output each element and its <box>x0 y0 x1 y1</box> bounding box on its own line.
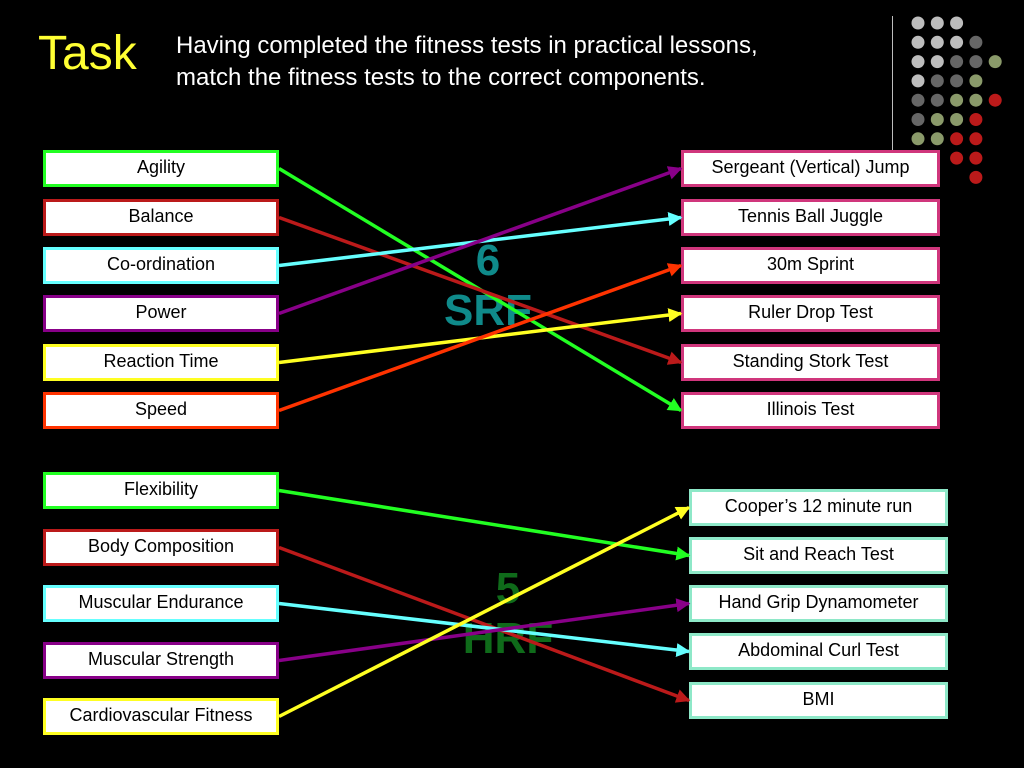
test-box-sergeant-vertical-jump[interactable]: Sergeant (Vertical) Jump <box>681 150 940 187</box>
decor-dot <box>911 93 925 107</box>
component-box-balance-label: Balance <box>128 206 194 226</box>
component-box-balance[interactable]: Balance <box>43 199 279 236</box>
test-box-abdominal-curl-test-label: Abdominal Curl Test <box>738 640 899 660</box>
test-box-illinois-test[interactable]: Illinois Test <box>681 392 940 429</box>
decor-dot <box>911 74 925 88</box>
decor-dot <box>930 113 944 126</box>
srf-count: 6 <box>475 236 501 285</box>
component-box-agility-label: Agility <box>136 157 185 177</box>
decor-dot <box>911 35 925 49</box>
decor-dot <box>911 16 925 30</box>
component-box-body-composition-label: Body Composition <box>87 536 235 556</box>
instruction-line-2: match the fitness tests to the correct c… <box>176 64 706 91</box>
decor-dot <box>930 55 944 69</box>
test-box-bmi-label: BMI <box>802 689 835 709</box>
component-box-speed[interactable]: Speed <box>43 392 279 429</box>
test-box-sit-and-reach-test-label: Sit and Reach Test <box>743 544 894 564</box>
decor-dot <box>969 151 983 165</box>
test-box-standing-stork-test[interactable]: Standing Stork Test <box>681 344 940 381</box>
test-box-tennis-ball-juggle[interactable]: Tennis Ball Juggle <box>681 199 940 236</box>
test-box-illinois-test-label: Illinois Test <box>766 399 855 419</box>
decor-dot <box>969 35 983 49</box>
test-box-tennis-ball-juggle-label: Tennis Ball Juggle <box>737 206 884 226</box>
component-box-reaction-time[interactable]: Reaction Time <box>43 344 279 381</box>
component-box-body-composition[interactable]: Body Composition <box>43 529 279 566</box>
hrf-abbrev: HRF <box>462 614 554 663</box>
decor-dot <box>930 35 944 49</box>
test-box-ruler-drop-test-label: Ruler Drop Test <box>748 302 873 322</box>
component-box-flexibility-label: Flexibility <box>123 479 198 499</box>
decor-dot <box>930 132 944 146</box>
decor-dot <box>969 74 983 88</box>
test-box-cooper-s-12-minute-run[interactable]: Cooper’s 12 minute run <box>689 489 948 526</box>
test-box-hand-grip-dynamometer[interactable]: Hand Grip Dynamometer <box>689 585 948 622</box>
connector-flexibility-to-sit-and-reach-test <box>278 488 691 561</box>
component-box-power-label: Power <box>135 302 187 322</box>
decor-dot <box>950 151 964 165</box>
decor-dot <box>950 55 964 69</box>
component-box-co-ordination-label: Co-ordination <box>106 254 216 274</box>
decor-dot <box>950 132 964 146</box>
decor-dot <box>930 16 944 30</box>
decor-dot <box>969 170 983 184</box>
test-box-abdominal-curl-test[interactable]: Abdominal Curl Test <box>689 633 948 670</box>
test-box-bmi[interactable]: BMI <box>689 682 948 719</box>
decor-dot <box>950 35 964 49</box>
decor-dot <box>969 132 983 146</box>
component-box-agility[interactable]: Agility <box>43 150 279 187</box>
decor-dot <box>930 74 944 88</box>
test-box-standing-stork-test-label: Standing Stork Test <box>732 351 889 371</box>
decor-dot <box>950 93 964 107</box>
test-box-sit-and-reach-test[interactable]: Sit and Reach Test <box>689 537 948 574</box>
component-box-reaction-time-label: Reaction Time <box>103 351 219 371</box>
component-box-muscular-endurance-label: Muscular Endurance <box>78 592 244 612</box>
component-box-muscular-strength[interactable]: Muscular Strength <box>43 642 279 679</box>
decor-dot <box>911 113 925 126</box>
decor-dot <box>950 113 964 126</box>
test-box-ruler-drop-test[interactable]: Ruler Drop Test <box>681 295 940 332</box>
decor-dot <box>988 93 1002 107</box>
decor-dot <box>969 113 983 126</box>
test-box-sergeant-vertical-jump-label: Sergeant (Vertical) Jump <box>711 157 910 177</box>
hrf-count: 5 <box>495 564 521 613</box>
srf-count-label: 6 SRF <box>420 236 556 336</box>
component-box-cardiovascular-fitness[interactable]: Cardiovascular Fitness <box>43 698 279 735</box>
decor-dot <box>969 93 983 107</box>
header-divider <box>892 16 893 156</box>
component-box-muscular-endurance[interactable]: Muscular Endurance <box>43 585 279 622</box>
decor-dot <box>950 16 964 30</box>
instruction-text: Having completed the fitness tests in pr… <box>176 30 876 94</box>
component-box-co-ordination[interactable]: Co-ordination <box>43 247 279 284</box>
decor-dot <box>911 132 925 146</box>
test-box-hand-grip-dynamometer-label: Hand Grip Dynamometer <box>718 592 919 612</box>
component-box-flexibility[interactable]: Flexibility <box>43 472 279 509</box>
test-box-30m-sprint[interactable]: 30m Sprint <box>681 247 940 284</box>
component-box-muscular-strength-label: Muscular Strength <box>87 649 235 669</box>
test-box-30m-sprint-label: 30m Sprint <box>766 254 855 274</box>
decor-dot <box>930 93 944 107</box>
decor-dot <box>911 55 925 69</box>
component-box-speed-label: Speed <box>134 399 188 419</box>
decor-dot <box>988 55 1002 69</box>
decor-dot <box>950 74 964 88</box>
component-box-power[interactable]: Power <box>43 295 279 332</box>
test-box-cooper-s-12-minute-run-label: Cooper’s 12 minute run <box>724 496 913 516</box>
hrf-count-label: 5 HRF <box>440 564 576 664</box>
page-title: Task <box>38 27 137 80</box>
instruction-line-1: Having completed the fitness tests in pr… <box>176 32 758 59</box>
decor-dot <box>969 55 983 69</box>
srf-abbrev: SRF <box>444 286 532 335</box>
component-box-cardiovascular-fitness-label: Cardiovascular Fitness <box>69 705 253 725</box>
